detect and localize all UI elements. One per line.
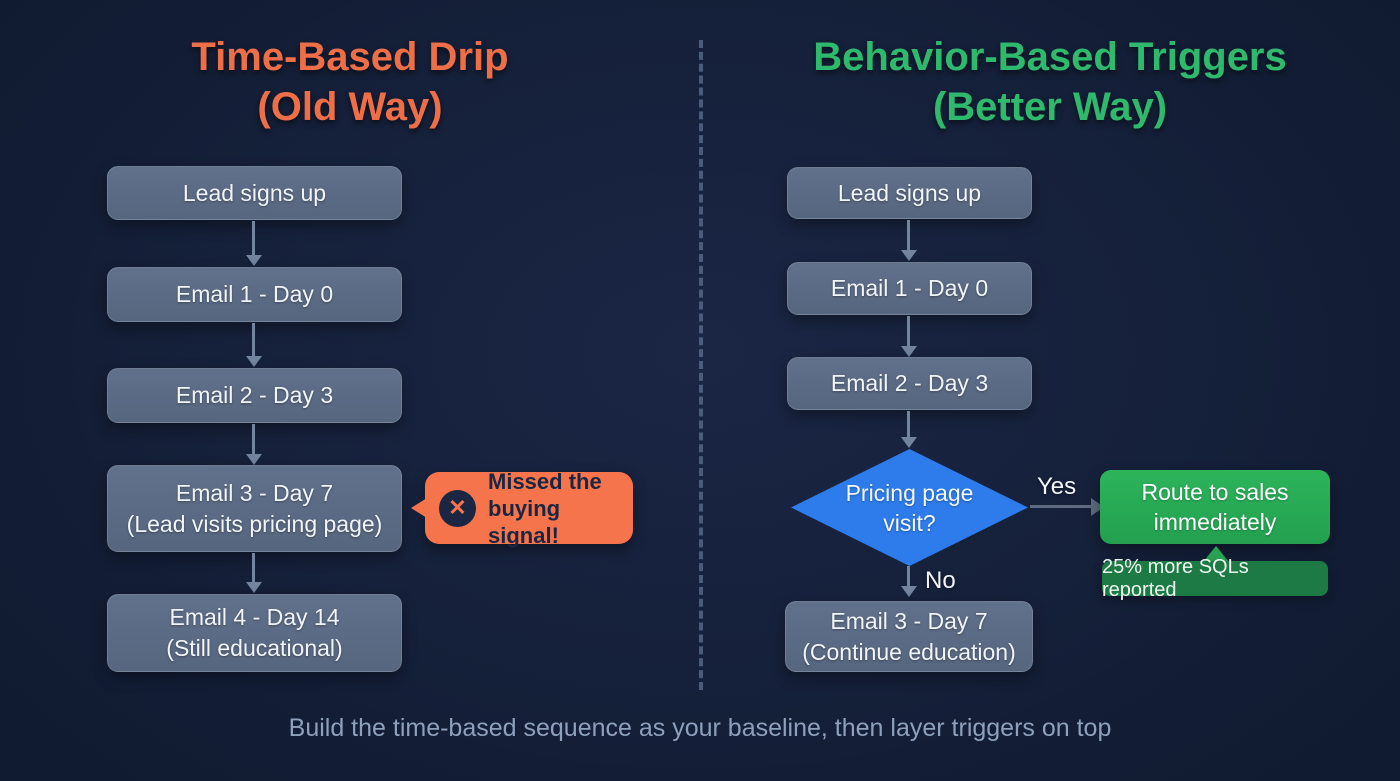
node-label: Email 1 - Day 0: [830, 275, 989, 301]
node-label-line2: (Continue education): [802, 638, 1016, 665]
decision-pricing-page-visit: Pricing page visit?: [791, 449, 1028, 566]
node-label-line1: Email 4 - Day 14: [169, 604, 340, 630]
left-column-title: Time-Based Drip (Old Way): [0, 32, 700, 132]
no-arrow: [900, 566, 917, 597]
footer-caption: Build the time-based sequence as your ba…: [288, 714, 1112, 742]
flow-node-email3-left: Email 3 - Day 7 (Lead visits pricing pag…: [107, 465, 402, 552]
down-arrow: [900, 316, 917, 357]
down-arrow: [900, 220, 917, 261]
flow-node-email2-left: Email 2 - Day 3: [107, 368, 402, 423]
node-label-line1: Email 3 - Day 7: [175, 479, 334, 506]
flow-node-email2-right: Email 2 - Day 3: [787, 357, 1032, 410]
yes-arrow: [1030, 497, 1104, 516]
right-title-line1: Behavior-Based Triggers: [813, 35, 1287, 79]
node-label: Email 1 - Day 0: [175, 281, 334, 307]
flow-node-route-to-sales: Route to sales immediately: [1100, 470, 1330, 544]
node-label-line2: (Lead visits pricing page): [126, 510, 383, 537]
right-title-line2: (Better Way): [932, 85, 1168, 129]
decision-line1: Pricing page: [845, 479, 974, 506]
down-arrow: [245, 323, 262, 367]
node-label: Lead signs up: [182, 179, 327, 206]
callout-text: Missed the buying signal!: [488, 468, 617, 549]
x-circle-icon: ✕: [439, 489, 476, 527]
left-title-line1: Time-Based Drip: [191, 35, 509, 79]
node-label: Lead signs up: [837, 179, 982, 206]
node-label-line2: (Still educational): [166, 635, 343, 661]
flow-node-email1-left: Email 1 - Day 0: [107, 267, 402, 322]
yes-branch-label: Yes: [1037, 473, 1077, 500]
left-title-line2: (Old Way): [257, 85, 443, 129]
down-arrow: [245, 553, 262, 593]
sql-stat-badge: 25% more SQLs reported: [1102, 556, 1328, 601]
right-column-title: Behavior-Based Triggers (Better Way): [700, 32, 1400, 132]
flow-node-email3-right: Email 3 - Day 7 (Continue education): [785, 601, 1033, 672]
column-divider: [699, 40, 703, 690]
callout-line1: Missed the: [488, 468, 602, 494]
callout-line2: buying signal!: [488, 495, 561, 548]
node-label-line2: immediately: [1153, 509, 1277, 535]
node-label-line1: Email 3 - Day 7: [830, 607, 988, 634]
badge-label: 25% more SQLs reported: [1102, 555, 1249, 601]
decision-line2: visit?: [883, 509, 936, 536]
flow-node-lead-signs-up-right: Lead signs up: [787, 167, 1032, 219]
down-arrow: [245, 424, 262, 465]
flow-node-lead-signs-up-left: Lead signs up: [107, 166, 402, 220]
no-branch-label: No: [925, 567, 956, 594]
flow-node-email4-left: Email 4 - Day 14 (Still educational): [107, 594, 402, 672]
node-label: Email 2 - Day 3: [830, 370, 989, 396]
node-label: Email 2 - Day 3: [175, 382, 334, 408]
down-arrow: [900, 411, 917, 448]
missed-signal-callout: ✕ Missed the buying signal!: [411, 469, 633, 548]
flow-node-email1-right: Email 1 - Day 0: [787, 262, 1032, 315]
node-label-line1: Route to sales: [1141, 479, 1289, 505]
down-arrow: [245, 221, 262, 266]
badge-pointer: [1203, 546, 1229, 562]
